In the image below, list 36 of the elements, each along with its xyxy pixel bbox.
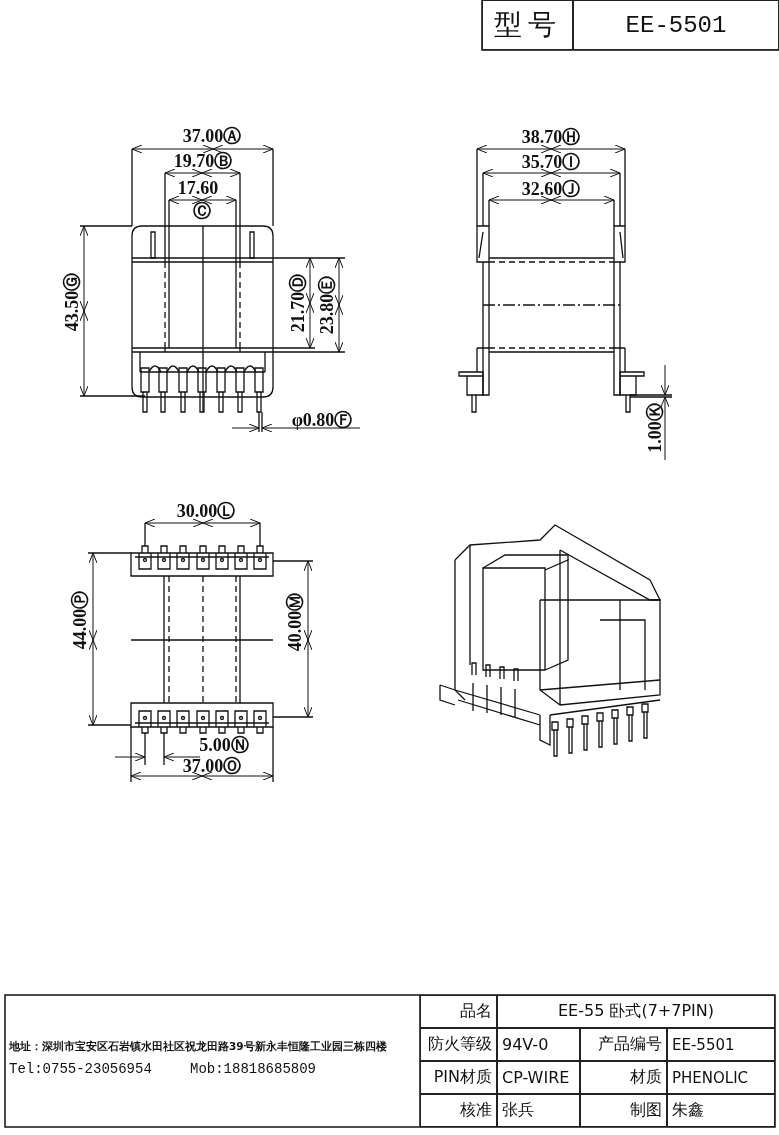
- table-cell: 94V-0: [497, 1028, 580, 1061]
- table-cell: 防火等级: [420, 1028, 497, 1061]
- table-cell: 核准: [420, 1094, 497, 1127]
- table-cell: EE-55 卧式(7+7PIN): [497, 995, 775, 1028]
- dimension-label: 30.00Ⓛ: [176, 502, 236, 520]
- address-text: 地址：深圳市宝安区石岩镇水田社区祝龙田路39号新永丰恒隆工业园三栋四楼: [9, 1041, 387, 1052]
- dimension-label: 21.70Ⓓ: [289, 273, 307, 333]
- table-cell: 制图: [580, 1094, 667, 1127]
- table-cell: PHENOLIC: [667, 1061, 775, 1094]
- table-cell: PIN材质: [420, 1061, 497, 1094]
- table-cell: 朱鑫: [667, 1094, 775, 1127]
- dimension-label: 17.60: [177, 179, 219, 197]
- dimension-label: 38.70Ⓗ: [521, 128, 581, 146]
- header-cell: 型号: [482, 0, 573, 50]
- dimension-label: 32.60Ⓙ: [521, 180, 581, 198]
- dimension-label: φ0.80Ⓕ: [291, 411, 353, 429]
- dimension-label: 1.00Ⓚ: [646, 403, 664, 453]
- dimension-label: 19.70Ⓑ: [173, 152, 233, 170]
- dimension-label: Ⓒ: [193, 202, 211, 220]
- dimension-label: 44.00Ⓟ: [71, 590, 89, 650]
- header-cell: EE-5501: [573, 0, 779, 50]
- dimension-label: 43.50Ⓖ: [63, 272, 81, 332]
- dimension-label: 23.80Ⓔ: [318, 275, 336, 335]
- dimension-label: 35.70Ⓘ: [521, 153, 581, 171]
- dimension-label: 40.00Ⓜ: [286, 592, 304, 652]
- table-cell: 产品编号: [580, 1028, 667, 1061]
- table-cell: 材质: [580, 1061, 667, 1094]
- dimension-label: 37.00Ⓐ: [182, 127, 242, 145]
- table-cell: CP-WIRE: [497, 1061, 580, 1094]
- phone-number: Mob:18818685809: [190, 1062, 317, 1076]
- table-cell: 张兵: [497, 1094, 580, 1127]
- phone-number: Tel:0755-23056954: [9, 1062, 152, 1076]
- dimension-label: 5.00Ⓝ: [199, 736, 249, 754]
- dimension-label: 37.00Ⓞ: [182, 757, 242, 775]
- table-cell: 品名: [420, 995, 497, 1028]
- table-cell: EE-5501: [667, 1028, 775, 1061]
